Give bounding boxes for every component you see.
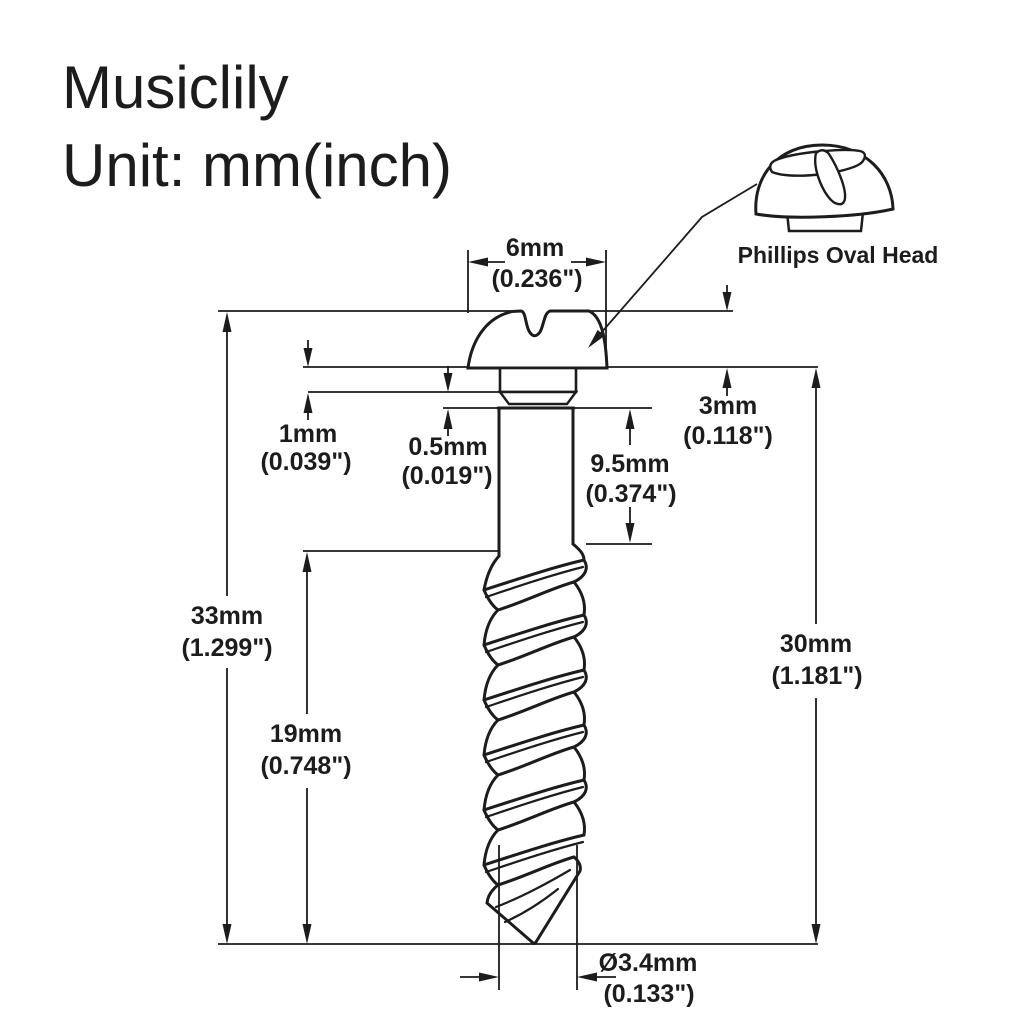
- screw-threads: [482, 542, 588, 887]
- screw-head: [466, 309, 609, 370]
- dim-head-height: 3mm (0.118"): [683, 285, 773, 450]
- dim-overall-length: 33mm (1.299"): [181, 312, 273, 944]
- screw-side-view: [466, 309, 609, 945]
- dim-overall-length-mm: 33mm: [191, 602, 263, 630]
- dim-thread-diameter-inch: (0.133"): [603, 980, 694, 1008]
- dim-shank-length-mm: 9.5mm: [590, 450, 669, 478]
- dim-thread-length-mm: 19mm: [270, 720, 342, 748]
- dim-under-head-length-inch: (1.181"): [771, 662, 862, 690]
- dim-bevel-height-mm: 0.5mm: [408, 433, 487, 461]
- dim-under-head-length-mm: 30mm: [780, 630, 852, 658]
- phillips-cross-icon: [769, 148, 867, 206]
- dim-head-diameter: 6mm (0.236"): [468, 234, 606, 293]
- screw-shank: [497, 407, 575, 558]
- leader-line: [600, 183, 758, 334]
- dim-head-height-inch: (0.118"): [683, 422, 773, 450]
- dim-shank-length: 9.5mm (0.374"): [585, 409, 677, 543]
- dim-shank-length-inch: (0.374"): [585, 480, 676, 508]
- dim-thread-diameter-mm: Ø3.4mm: [599, 949, 698, 977]
- dim-collar-height-mm: 1mm: [279, 420, 337, 448]
- dim-thread-diameter: Ø3.4mm (0.133"): [460, 845, 697, 1008]
- dim-head-height-mm: 3mm: [699, 392, 757, 420]
- unit-label: Unit: mm(inch): [62, 132, 452, 199]
- phillips-head-figure: Phillips Oval Head: [588, 143, 939, 348]
- phillips-head-label: Phillips Oval Head: [738, 242, 939, 268]
- dim-head-diameter-inch: (0.236"): [491, 265, 582, 293]
- screw-bevel: [497, 390, 579, 406]
- dim-collar-height: 1mm (0.039"): [260, 340, 352, 476]
- dim-overall-length-inch: (1.299"): [181, 634, 272, 662]
- dim-bevel-height: 0.5mm (0.019"): [401, 366, 493, 490]
- brand-title: Musiclily: [62, 54, 289, 121]
- screw-tip: [485, 855, 582, 945]
- screw-collar: [498, 366, 578, 394]
- leader-arrow: [588, 329, 605, 348]
- dim-thread-length: 19mm (0.748"): [260, 552, 352, 944]
- dim-thread-length-inch: (0.748"): [260, 752, 351, 780]
- dim-collar-height-inch: (0.039"): [260, 448, 351, 476]
- dim-under-head-length: 30mm (1.181"): [771, 368, 863, 944]
- dim-bevel-height-inch: (0.019"): [401, 462, 492, 490]
- dim-head-diameter-mm: 6mm: [506, 234, 564, 262]
